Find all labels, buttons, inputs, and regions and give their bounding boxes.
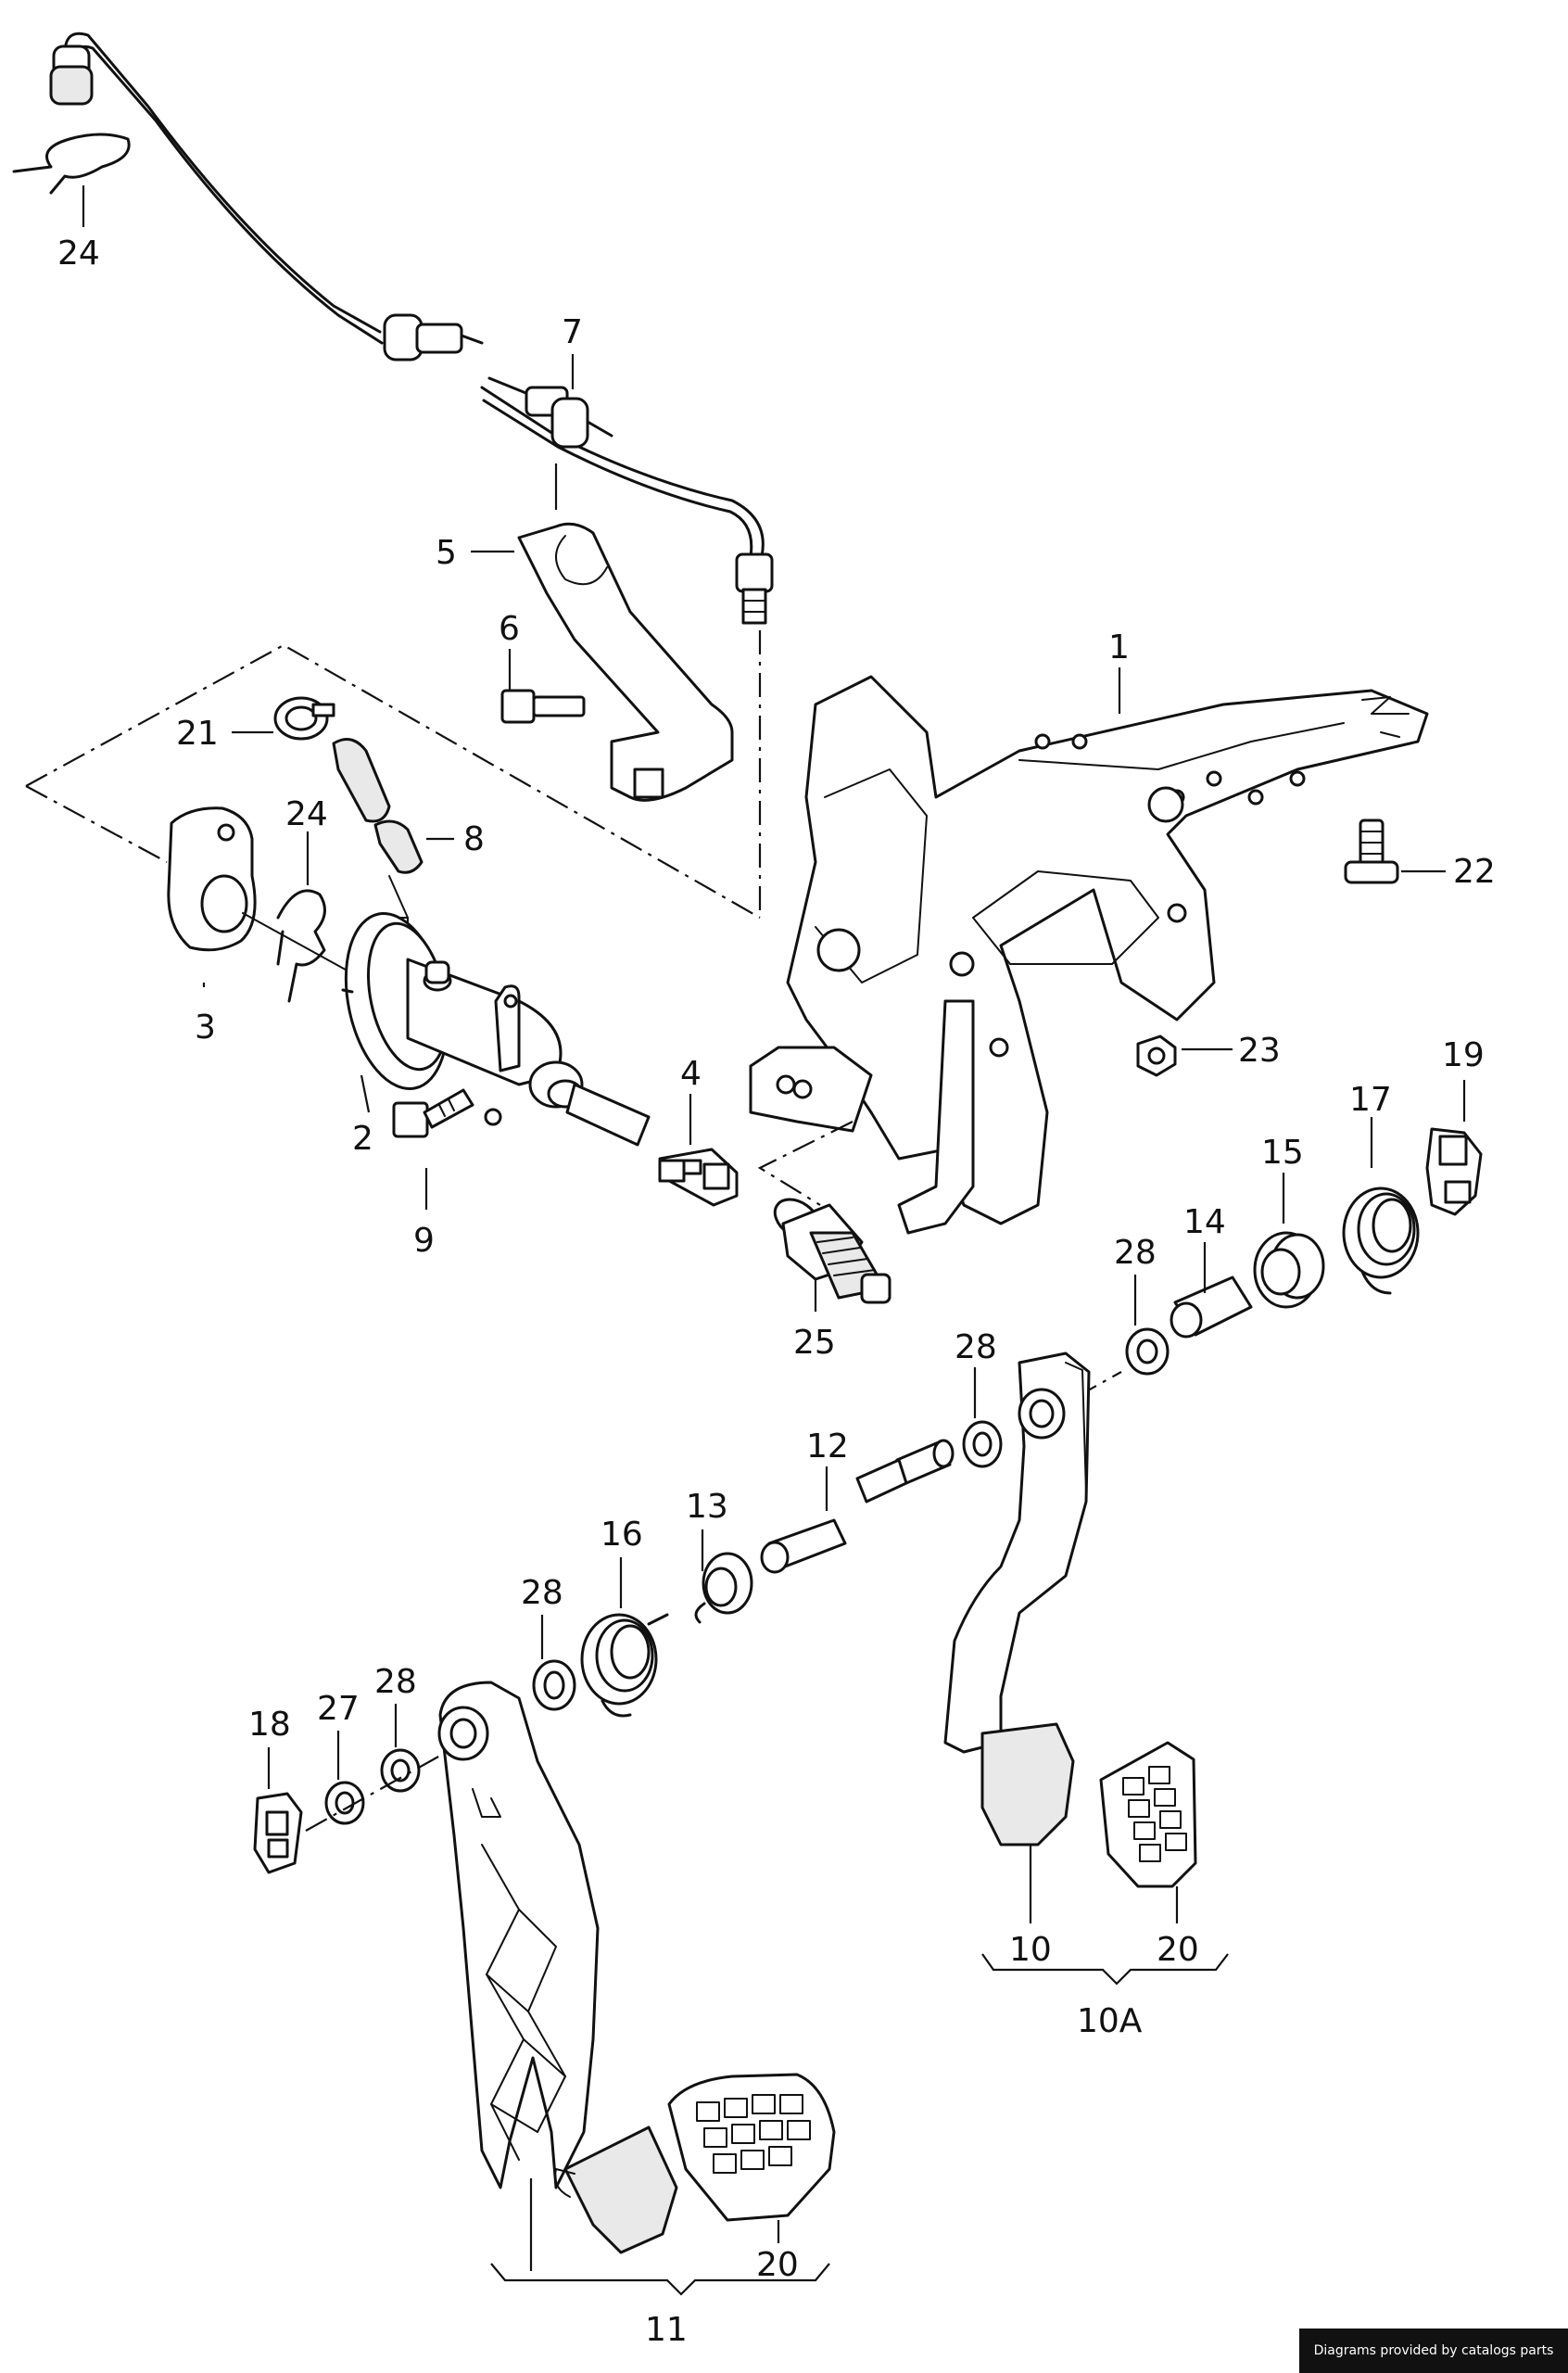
callout-20-left: 20 bbox=[756, 2246, 799, 2284]
callout-28-left2: 28 bbox=[374, 1663, 417, 1701]
callout-12: 12 bbox=[806, 1428, 849, 1466]
callout-10: 10 bbox=[1009, 1931, 1052, 1969]
callout-14: 14 bbox=[1183, 1203, 1226, 1241]
line-grommets bbox=[383, 313, 613, 449]
shaft-12 bbox=[760, 1439, 955, 1574]
callout-24-top: 24 bbox=[57, 235, 100, 273]
callout-9: 9 bbox=[413, 1222, 435, 1260]
callout-28-right: 28 bbox=[1114, 1234, 1157, 1272]
callout-8: 8 bbox=[463, 820, 485, 858]
callout-27: 27 bbox=[317, 1690, 360, 1728]
callout-10a: 10A bbox=[1077, 2002, 1143, 2040]
callout-28-left1: 28 bbox=[521, 1574, 563, 1612]
callout-18: 18 bbox=[248, 1706, 291, 1744]
callout-3: 3 bbox=[195, 1009, 216, 1047]
callout-25: 25 bbox=[793, 1324, 836, 1362]
callout-1: 1 bbox=[1108, 628, 1130, 666]
callout-28-mid: 28 bbox=[955, 1328, 997, 1366]
callout-5: 5 bbox=[436, 534, 457, 572]
callout-7: 7 bbox=[562, 313, 583, 351]
washer-28-left2 bbox=[380, 1748, 421, 1793]
bracket-5 bbox=[517, 522, 734, 802]
pedal-pad-20-right bbox=[1099, 1741, 1197, 1888]
bushing-19 bbox=[1425, 1127, 1483, 1216]
callout-15: 15 bbox=[1261, 1134, 1304, 1172]
callout-labels: 24 7 5 6 1 21 24 8 22 3 2 4 23 19 17 15 … bbox=[57, 235, 1496, 2349]
callout-11: 11 bbox=[645, 2311, 688, 2349]
pedal-pad-20-left bbox=[667, 2073, 836, 2222]
callout-4: 4 bbox=[680, 1055, 702, 1093]
callout-6: 6 bbox=[499, 610, 520, 648]
washer-28-left1 bbox=[532, 1659, 576, 1711]
callout-19: 19 bbox=[1442, 1036, 1485, 1074]
callout-22: 22 bbox=[1453, 853, 1496, 891]
hose-upper bbox=[332, 738, 391, 823]
callout-24-mid: 24 bbox=[285, 795, 328, 833]
spring-17 bbox=[1342, 1186, 1420, 1295]
seal-part-lower bbox=[276, 889, 326, 1003]
callout-17: 17 bbox=[1349, 1081, 1392, 1119]
master-cylinder-2 bbox=[341, 911, 651, 1147]
switch-25 bbox=[773, 1198, 891, 1304]
diagram-credit: Diagrams provided by catalogs parts bbox=[1299, 2329, 1568, 2373]
callout-16: 16 bbox=[601, 1516, 643, 1554]
callout-20-right: 20 bbox=[1157, 1931, 1199, 1969]
washer-27 bbox=[324, 1781, 365, 1825]
pedal-bracket-1 bbox=[786, 675, 1429, 1225]
washer-28-mid bbox=[962, 1420, 1003, 1468]
hose-8 bbox=[373, 819, 424, 874]
spring-16 bbox=[580, 1613, 669, 1718]
callout-21: 21 bbox=[176, 715, 219, 753]
callout-13: 13 bbox=[686, 1488, 728, 1526]
bolt-9 bbox=[392, 1088, 474, 1138]
washer-28-right bbox=[1125, 1327, 1170, 1376]
bushing-13 bbox=[694, 1552, 753, 1624]
bolt-6 bbox=[500, 689, 586, 724]
hose-clip-21 bbox=[273, 696, 335, 741]
reservoir-cap bbox=[49, 44, 94, 106]
bushing-15 bbox=[1253, 1231, 1325, 1309]
sleeve-14 bbox=[1170, 1275, 1253, 1339]
seal-part-top bbox=[12, 133, 131, 195]
bushing-18 bbox=[253, 1792, 303, 1874]
leader-lines bbox=[82, 185, 1466, 2296]
pedal-10 bbox=[943, 1351, 1091, 1754]
callout-2: 2 bbox=[352, 1120, 373, 1158]
callout-23: 23 bbox=[1238, 1032, 1281, 1070]
bolt-22 bbox=[1344, 818, 1399, 884]
clip-4 bbox=[658, 1148, 739, 1207]
